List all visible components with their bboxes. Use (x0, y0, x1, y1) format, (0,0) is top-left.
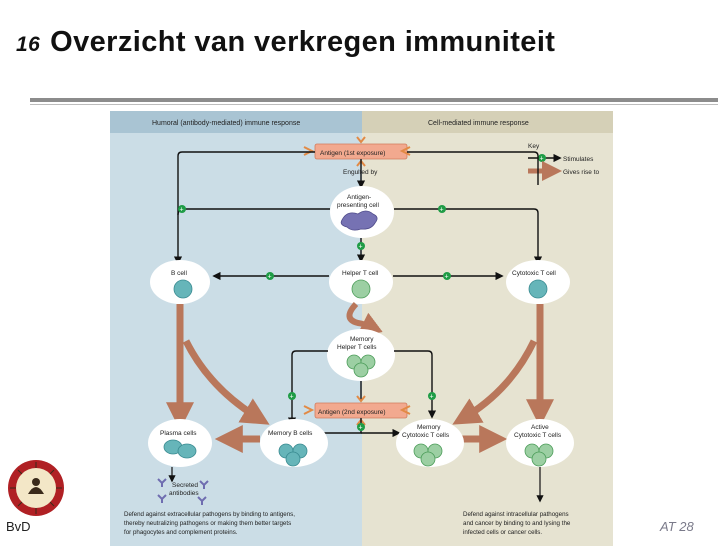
antibody-icon (157, 478, 209, 505)
svg-text:+: + (290, 394, 294, 401)
svg-text:+: + (540, 156, 544, 163)
memory-helper-t-label-line1: Memory (350, 336, 374, 343)
engulfed-by-label: Engulfed by (343, 169, 378, 176)
memory-cytotoxic-t-bubble (396, 419, 464, 467)
cell-description-line3: infected cells or cancer cells. (463, 529, 542, 536)
footer-author: BvD (6, 519, 31, 534)
memory-b-cells-bubble (260, 419, 328, 467)
apc-label-line2: presenting cell (337, 202, 379, 209)
svg-text:+: + (268, 274, 272, 281)
cell-description-line2: and cancer by binding to and lysing the (463, 520, 571, 527)
plus-icon (288, 392, 296, 400)
title-divider (30, 98, 718, 102)
cell-mediated-panel (362, 111, 613, 546)
memory-b-cell-icon (285, 451, 301, 467)
memory-cytotoxic-t-icon (420, 451, 436, 467)
svg-text:+: + (180, 207, 184, 214)
apc-label-line1: Antigen- (347, 194, 371, 201)
memory-b-cells-label: Memory B cells (268, 430, 313, 437)
memory-cytotoxic-t-label-line2: Cytotoxic T cells (402, 432, 450, 439)
humoral-description-line2: thereby neutralizing pathogens or making… (124, 520, 291, 527)
slide-page-number: AT 28 (660, 519, 694, 534)
key-title: Key (528, 143, 540, 150)
humoral-description-line1: Defend against extracellular pathogens b… (124, 511, 295, 518)
plasma-cell-icon (177, 443, 197, 459)
slide-number: 16 (16, 33, 41, 56)
humoral-header-bar (110, 111, 362, 133)
secreted-antibodies-line1: Secreted (172, 482, 198, 489)
humoral-header: Humoral (antibody-mediated) immune respo… (152, 120, 300, 127)
antigen-first-exposure-label: Antigen (1st exposure) (320, 150, 385, 157)
plus-icon (438, 205, 446, 213)
key-stimulates-label: Stimulates (563, 156, 594, 163)
memory-helper-t-bubble (327, 329, 395, 381)
plus-icon (357, 423, 365, 431)
cytotoxic-t-label: Cytotoxic T cell (512, 270, 556, 277)
svg-text:+: + (359, 425, 363, 432)
antigen-second-exposure-label: Antigen (2nd exposure) (318, 409, 386, 416)
cell-header-bar (362, 111, 613, 133)
plus-icon (428, 392, 436, 400)
humoral-panel (110, 111, 362, 546)
active-cytotoxic-t-label-line1: Active (531, 424, 549, 431)
plus-icon (178, 205, 186, 213)
plasma-cells-label: Plasma cells (160, 430, 197, 437)
b-cell-label: B cell (171, 270, 187, 277)
active-cytotoxic-t-label-line2: Cytotoxic T cells (514, 432, 562, 439)
helper-t-label: Helper T cell (342, 270, 379, 277)
cell-header: Cell-mediated immune response (428, 120, 529, 127)
slide-title: 16 Overzicht van verkregen immuniteit (16, 26, 555, 59)
key-plus-icon (538, 154, 546, 162)
cytotoxic-t-icon (528, 279, 548, 299)
svg-text:+: + (440, 207, 444, 214)
memory-helper-t-label-line2: Helper T cells (337, 344, 377, 351)
humoral-description-line3: for phagocytes and complement proteins. (124, 529, 238, 536)
plus-icon (266, 272, 274, 280)
university-seal-logo (8, 460, 64, 516)
immune-response-diagram: Humoral (antibody-mediated) immune respo… (110, 111, 613, 546)
secreted-antibodies-line2: antibodies (169, 490, 199, 497)
active-cytotoxic-t-icon (531, 451, 547, 467)
apc-cell-icon (340, 210, 378, 231)
memory-helper-t-icon (353, 362, 369, 378)
active-cytotoxic-t-bubble (506, 419, 574, 467)
svg-text:+: + (445, 274, 449, 281)
helper-t-icon (351, 279, 371, 299)
b-cell-icon (173, 279, 193, 299)
plus-icon (357, 242, 365, 250)
svg-text:+: + (359, 244, 363, 251)
cell-description-line1: Defend against intracellular pathogens (463, 511, 569, 518)
svg-text:+: + (430, 394, 434, 401)
key-gives-rise-label: Gives rise to (563, 169, 600, 176)
plus-icon (443, 272, 451, 280)
slide-title-text: Overzicht van verkregen immuniteit (50, 26, 556, 58)
memory-cytotoxic-t-label-line1: Memory (417, 424, 441, 431)
title-divider-thin (30, 104, 718, 105)
